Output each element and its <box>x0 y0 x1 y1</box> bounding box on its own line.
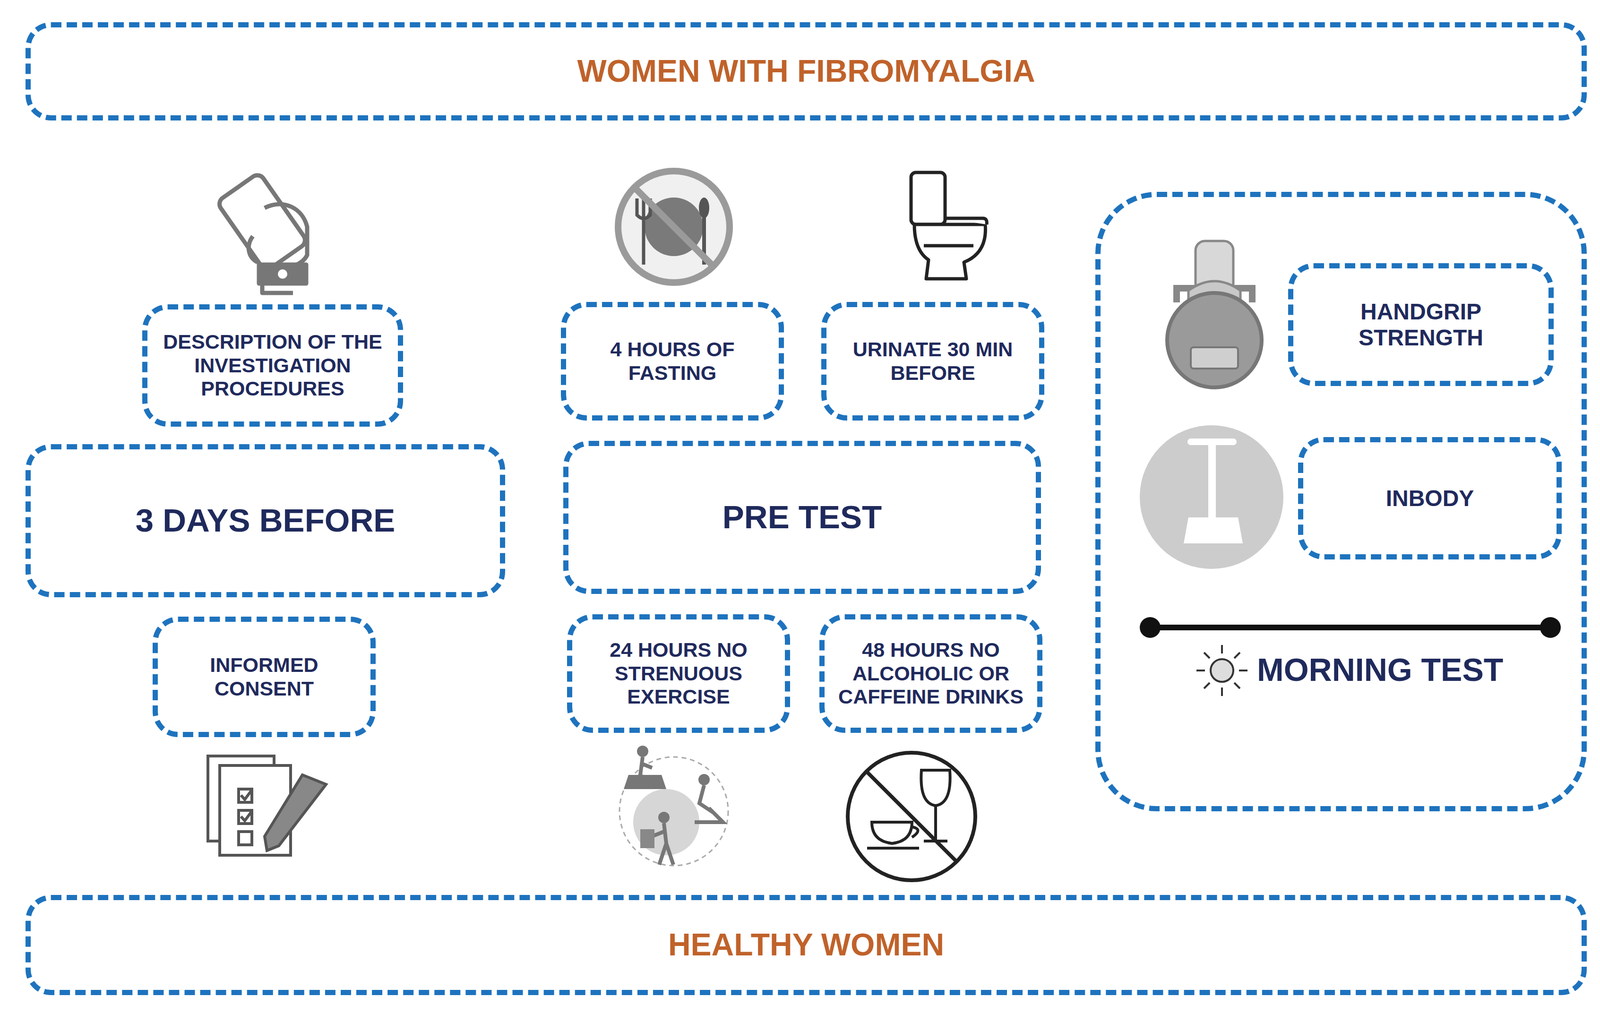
phase-box: 3 DAYS BEFORE <box>25 444 506 598</box>
step-box: 24 HOURS NO STRENUOUS EXERCISE <box>567 614 791 733</box>
step-box: 48 HOURS NO ALCOHOLIC OR CAFFEINE DRINKS <box>819 614 1043 733</box>
box-label: PRE TEST <box>722 498 882 536</box>
phone-hand-icon <box>216 172 308 293</box>
step-box: URINATE 30 MIN BEFORE <box>821 301 1045 421</box>
timeline-bar <box>1139 617 1561 638</box>
step-box: INFORMED CONSENT <box>152 616 376 738</box>
phase-box: PRE TEST <box>563 440 1041 594</box>
box-label: 48 HOURS NO ALCOHOLIC OR CAFFEINE DRINKS <box>831 638 1031 709</box>
test-box: INBODY <box>1298 437 1562 560</box>
box-label: 4 HOURS OF FASTING <box>573 337 772 385</box>
checklist-icon <box>207 756 327 856</box>
no-drinks-icon <box>847 752 976 881</box>
step-box: 4 HOURS OF FASTING <box>560 301 784 421</box>
test-box: HANDGRIP STRENGTH <box>1288 263 1554 387</box>
box-label: INBODY <box>1385 485 1475 512</box>
inbody-icon <box>1139 425 1284 569</box>
box-label: HEALTHY WOMEN <box>668 927 945 964</box>
dynamometer-icon <box>1167 240 1262 388</box>
step-box: DESCRIPTION OF THE INVESTIGATION PROCEDU… <box>142 304 404 427</box>
box-label: WOMEN WITH FIBROMYALGIA <box>576 53 1035 90</box>
box-label: INFORMED CONSENT <box>164 653 364 701</box>
no-food-icon <box>618 171 730 283</box>
sun-icon <box>1196 645 1248 697</box>
toilet-icon <box>911 172 987 279</box>
box-label: 24 HOURS NO STRENUOUS EXERCISE <box>579 638 778 709</box>
box-label: DESCRIPTION OF THE INVESTIGATION PROCEDU… <box>154 330 391 401</box>
group-band: HEALTHY WOMEN <box>25 894 1587 996</box>
box-label: HANDGRIP STRENGTH <box>1302 298 1540 351</box>
test-panel: MORNING TEST HANDGRIP STRENGTH INBODY <box>1095 191 1587 812</box>
panel-label: MORNING TEST <box>1256 651 1504 689</box>
box-label: URINATE 30 MIN BEFORE <box>833 337 1033 385</box>
group-band: WOMEN WITH FIBROMYALGIA <box>25 22 1587 121</box>
exercise-icon <box>619 745 729 866</box>
box-label: 3 DAYS BEFORE <box>135 501 396 540</box>
